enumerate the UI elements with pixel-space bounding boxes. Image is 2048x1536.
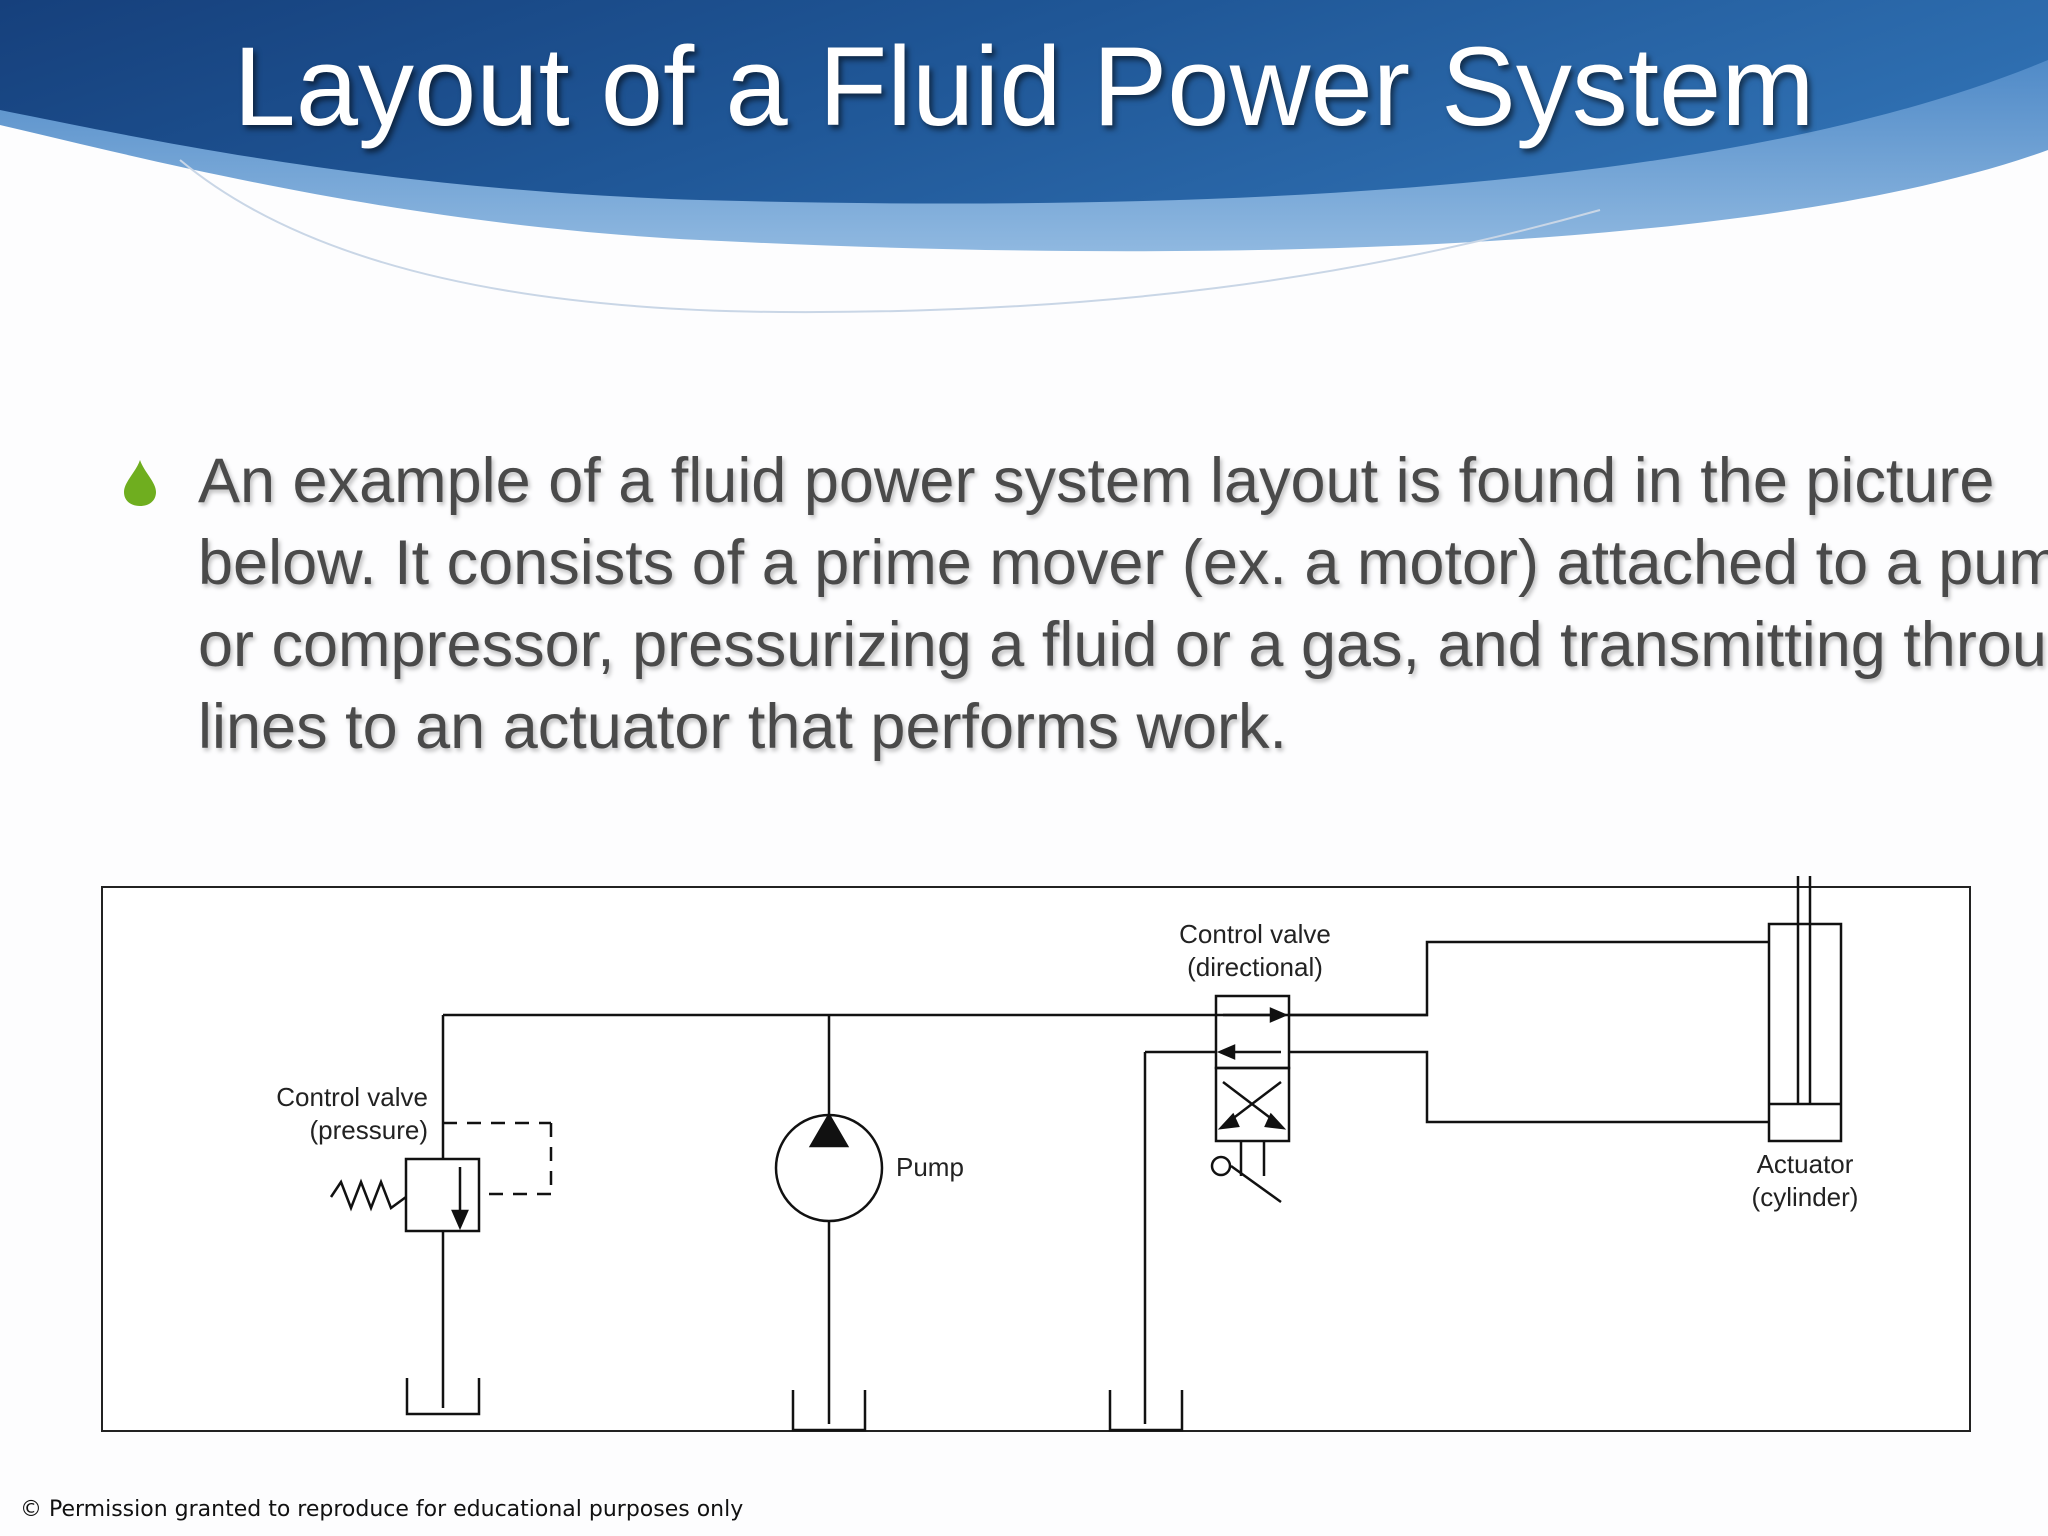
copyright-note: © Permission granted to reproduce for ed… <box>20 1497 744 1522</box>
actuator-sublabel: (cylinder) <box>1752 1182 1859 1212</box>
lever-icon <box>1230 1164 1282 1204</box>
tank-symbol <box>405 1378 481 1416</box>
pressure-valve-sublabel: (pressure) <box>310 1115 428 1145</box>
pressure-valve-label: Control valve <box>276 1082 428 1112</box>
bullet-text: An example of a fluid power system layou… <box>198 446 2048 762</box>
header-banner <box>0 0 2048 314</box>
actuator-label: Actuator <box>1757 1149 1854 1179</box>
hydraulic-circuit-diagram: Control valve (pressure) Pump Control va… <box>276 876 1859 1432</box>
pump-symbol <box>774 1112 884 1223</box>
directional-valve-label: Control valve <box>1179 919 1331 949</box>
droplet-icon <box>124 460 156 506</box>
pump-label: Pump <box>896 1152 964 1182</box>
directional-valve-sublabel: (directional) <box>1187 952 1323 982</box>
slide-title: Layout of a Fluid Power System <box>233 24 1815 149</box>
actuator-cylinder <box>1767 876 1843 1143</box>
pressure-control-valve <box>329 1121 553 1233</box>
directional-control-valve <box>1210 994 1291 1204</box>
spring-icon <box>329 1178 407 1212</box>
tank-symbol <box>791 1390 867 1432</box>
tank-symbol <box>1108 1390 1184 1432</box>
